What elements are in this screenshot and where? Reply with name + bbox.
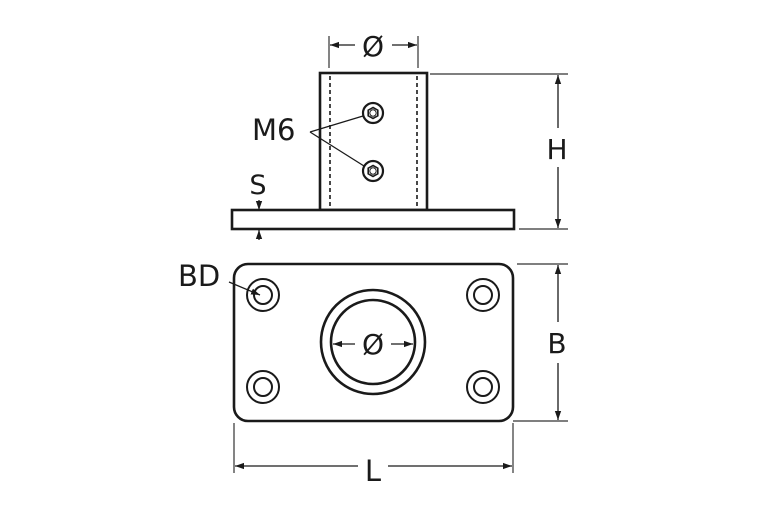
mounting-hole-bottom-left-icon (246, 370, 280, 404)
bolt-diameter-leader (228, 281, 261, 296)
diameter-label-top: Ø (362, 30, 384, 63)
bolt-diameter-label: BD (178, 259, 220, 293)
m6-leader-lower (309, 131, 365, 167)
height-label: H (546, 133, 567, 166)
mounting-hole-top-left-icon (246, 278, 280, 312)
tube-outline (318, 71, 429, 212)
base-plate-plan (232, 262, 515, 423)
m6-hole-upper-icon (361, 101, 385, 125)
m6-leader-upper (309, 115, 364, 133)
width-label: B (547, 327, 566, 360)
mounting-hole-bottom-right-icon (466, 370, 500, 404)
plan-view: BD Ø B L (178, 259, 568, 488)
length-label: L (365, 454, 381, 488)
diameter-label-plan: Ø (362, 328, 384, 361)
mounting-hole-top-right-icon (466, 278, 500, 312)
thickness-label: S (249, 170, 266, 201)
base-plate-side (230, 208, 516, 231)
socket-outer-ring (319, 288, 427, 396)
socket-inner-ring (329, 298, 417, 386)
m6-hole-lower-icon (361, 159, 385, 183)
side-elevation-view: M6 Ø S H (230, 30, 568, 240)
m6-label: M6 (252, 113, 295, 147)
